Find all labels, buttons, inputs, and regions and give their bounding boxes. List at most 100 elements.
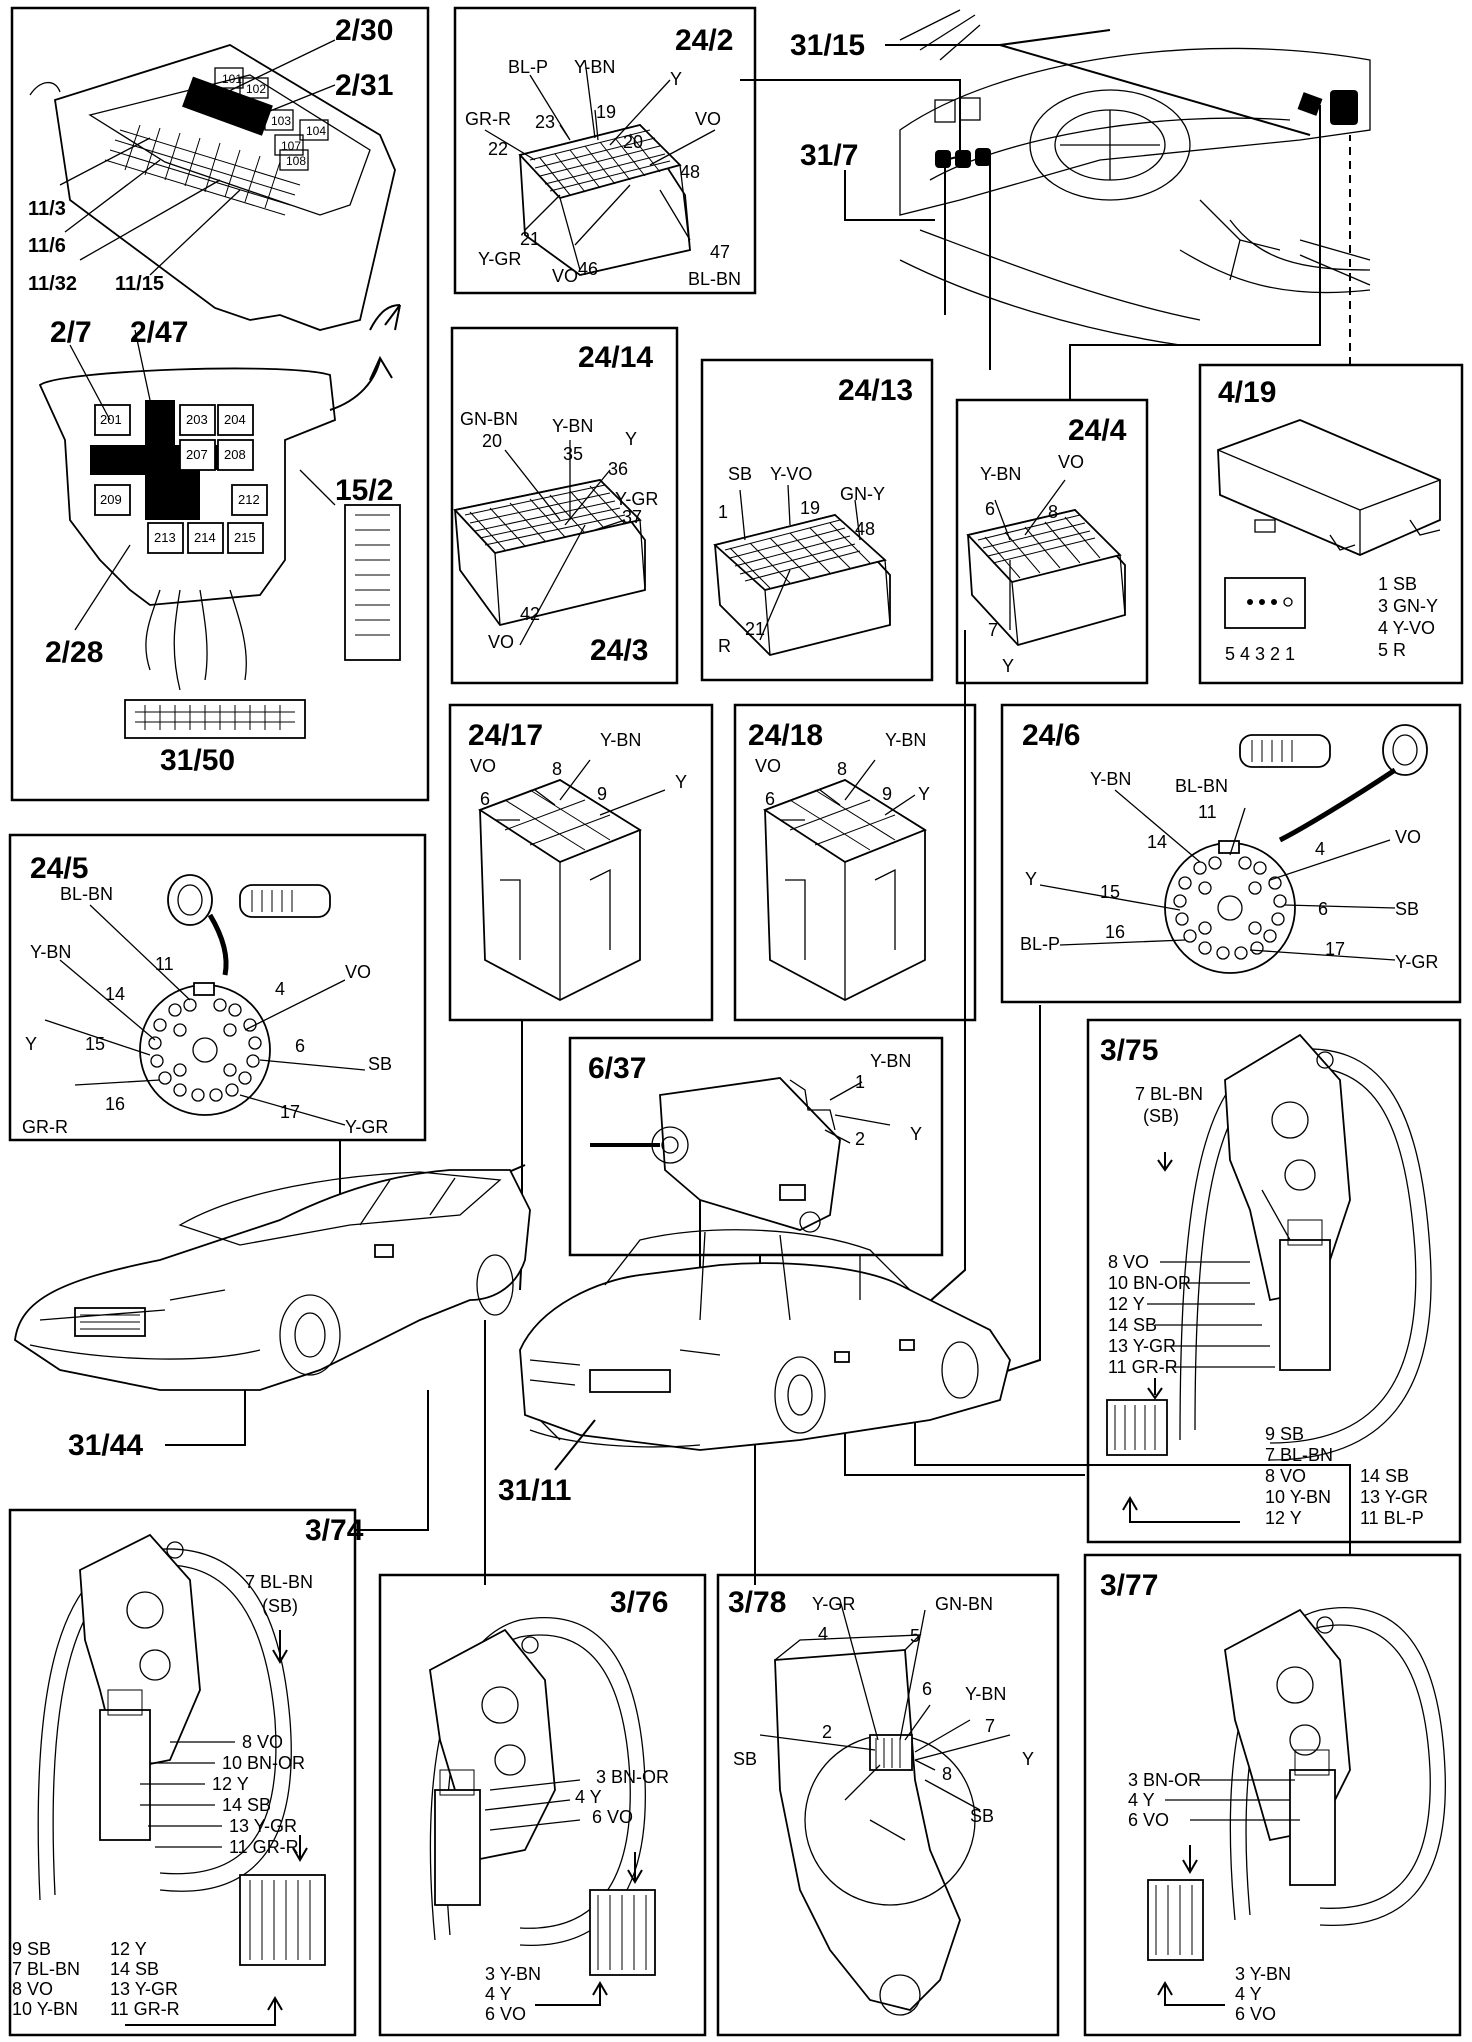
wire-10-bn-or: 10 BN-OR xyxy=(222,1753,305,1773)
pin-8: 8 xyxy=(837,759,847,779)
pin-6: 6 xyxy=(295,1036,305,1056)
relay-208: 208 xyxy=(224,447,246,462)
ref-31-11: 31/11 xyxy=(498,1474,571,1507)
relay-103: 103 xyxy=(271,114,291,128)
pin-4: 4 xyxy=(818,1624,828,1644)
pin-46: 46 xyxy=(578,259,598,279)
panel-title-3-78: 3/78 xyxy=(728,1586,786,1619)
ref-11-15: 11/15 xyxy=(115,273,164,295)
label-y-gr: Y-GR xyxy=(615,489,658,509)
label-y: Y xyxy=(910,1124,922,1144)
wire-13-y-gr: 13 Y-GR xyxy=(229,1816,297,1836)
panel-title-3-75: 3/75 xyxy=(1100,1034,1158,1067)
connector-24-2-drawing xyxy=(518,123,691,276)
wire-11-gr-r: 11 GR-R xyxy=(229,1837,299,1857)
connector-24-4-panel: 24/4 Y-BN VO 6 8 7 Y xyxy=(955,398,1149,685)
legend-5-r: 5 R xyxy=(1378,640,1406,660)
pin-4: 4 xyxy=(275,979,285,999)
wire-12-y: 12 Y xyxy=(212,1774,249,1794)
label-y-bn: Y-BN xyxy=(574,57,615,77)
legend-3-gn-y: 3 GN-Y xyxy=(1378,596,1438,616)
panel-title-24-17: 24/17 xyxy=(468,719,543,752)
tailgate-lock-3-78-panel: 3/78 Y-GR GN-BN 4 5 6 Y-BN 2 7 SB Y 8 SB xyxy=(716,1573,1060,2037)
label-y: Y xyxy=(918,784,930,804)
door-lock-3-76-panel: 3/76 3 BN-OR 4 Y 6 VO 3 Y-BN 4 Y 6 VO xyxy=(378,1573,707,2037)
label-y-gr: Y-GR xyxy=(478,249,521,269)
label-vo: VO xyxy=(1395,827,1421,847)
relay-107: 107 xyxy=(281,139,301,153)
pin-14: 14 xyxy=(1147,832,1167,852)
label-y: Y xyxy=(670,69,682,89)
wire-3-bn-or: 3 BN-OR xyxy=(596,1767,669,1787)
pin-1: 1 xyxy=(718,502,728,522)
label-sb: SB xyxy=(368,1054,392,1074)
relay-209: 209 xyxy=(100,492,122,507)
label-y-bn: Y-BN xyxy=(980,464,1021,484)
panel-subtitle-24-3: 24/3 xyxy=(590,634,648,667)
panel-title-3-77: 3/77 xyxy=(1100,1569,1158,1602)
legend-4-y-vo: 4 Y-VO xyxy=(1378,618,1435,638)
ref-31-15: 31/15 xyxy=(790,29,865,62)
wire-11-gr-r: 11 GR-R xyxy=(1108,1357,1178,1377)
ref-2-28: 2/28 xyxy=(45,636,103,669)
pin-35: 35 xyxy=(563,444,583,464)
wire-12-y: 12 Y xyxy=(1108,1294,1145,1314)
label-y: Y xyxy=(1002,656,1014,676)
relay-207: 207 xyxy=(186,447,208,462)
label-y-bn: Y-BN xyxy=(870,1051,911,1071)
legend-9-sb: 9 SB xyxy=(1265,1424,1304,1444)
ref-11-3: 11/3 xyxy=(28,198,66,220)
label-gn-y: GN-Y xyxy=(840,484,885,504)
legend-7-bl-bn: 7 BL-BN xyxy=(12,1959,80,1979)
legend-14-sb: 14 SB xyxy=(110,1959,159,1979)
connector-24-14-panel: 24/14 24/3 GN-BN Y-BN 20 35 Y 36 Y-GR 37… xyxy=(450,326,679,685)
pin-7: 7 xyxy=(988,620,998,640)
legend-12-y: 12 Y xyxy=(110,1939,147,1959)
relay-101: 101 xyxy=(222,72,242,86)
label-gr-r: GR-R xyxy=(465,109,511,129)
relay-203: 203 xyxy=(186,412,208,427)
label-y-bn: Y-BN xyxy=(600,730,641,750)
panel-title-3-76: 3/76 xyxy=(610,1586,668,1619)
wire-6-vo: 6 VO xyxy=(592,1807,633,1827)
wire-4-y: 4 Y xyxy=(575,1787,602,1807)
relay-104: 104 xyxy=(306,124,326,138)
pin-5: 5 xyxy=(910,1626,920,1646)
label-y: Y xyxy=(1022,1749,1034,1769)
ref-2-7: 2/7 xyxy=(50,316,92,349)
label-y-gr: Y-GR xyxy=(812,1594,855,1614)
ref-2-30: 2/30 xyxy=(335,14,393,47)
pin-6: 6 xyxy=(985,499,995,519)
panel-title-24-5: 24/5 xyxy=(30,852,88,885)
label-gr-r: GR-R xyxy=(22,1117,68,1137)
pin-numbers: 5 4 3 2 1 xyxy=(1225,644,1295,664)
connector-24-17-panel: 24/17 Y-BN VO 8 6 9 Y xyxy=(448,703,714,1022)
legend-10-y-bn: 10 Y-BN xyxy=(1265,1487,1331,1507)
pin-6: 6 xyxy=(1318,899,1328,919)
label-vo: VO xyxy=(1058,452,1084,472)
pin-47: 47 xyxy=(710,242,730,262)
pin-19: 19 xyxy=(800,498,820,518)
label-vo: VO xyxy=(470,756,496,776)
pin-6: 6 xyxy=(480,789,490,809)
panel-title-24-6: 24/6 xyxy=(1022,719,1080,752)
pin-1: 1 xyxy=(855,1072,865,1092)
fusebox-panel: 2/30 2/31 11/3 11/6 11/32 11/15 2/7 2/47… xyxy=(10,6,430,802)
wire-4-y: 4 Y xyxy=(1128,1790,1155,1810)
wire-8-vo: 8 VO xyxy=(242,1732,283,1752)
pin-6: 6 xyxy=(765,789,775,809)
label-bl-bn: BL-BN xyxy=(688,269,741,289)
pin-11: 11 xyxy=(155,954,174,974)
label-vo: VO xyxy=(345,962,371,982)
panel-title-24-14: 24/14 xyxy=(578,341,653,374)
panel-title-24-2: 24/2 xyxy=(675,24,733,57)
pin-7: 7 xyxy=(985,1716,995,1736)
legend-7-bl-bn: 7 BL-BN xyxy=(1265,1445,1333,1465)
label-sb-left: SB xyxy=(733,1749,757,1769)
door-lock-3-74-panel: 3/74 7 BL-BN (SB) 8 VO 10 BN-OR 12 Y 14 … xyxy=(8,1508,364,2037)
panel-title-24-18: 24/18 xyxy=(748,719,823,752)
rear-car-illustration xyxy=(519,1229,1011,1451)
ref-31-7-leader xyxy=(844,170,935,221)
legend-3-y-bn: 3 Y-BN xyxy=(1235,1964,1291,1984)
legend-8-vo: 8 VO xyxy=(1265,1466,1306,1486)
